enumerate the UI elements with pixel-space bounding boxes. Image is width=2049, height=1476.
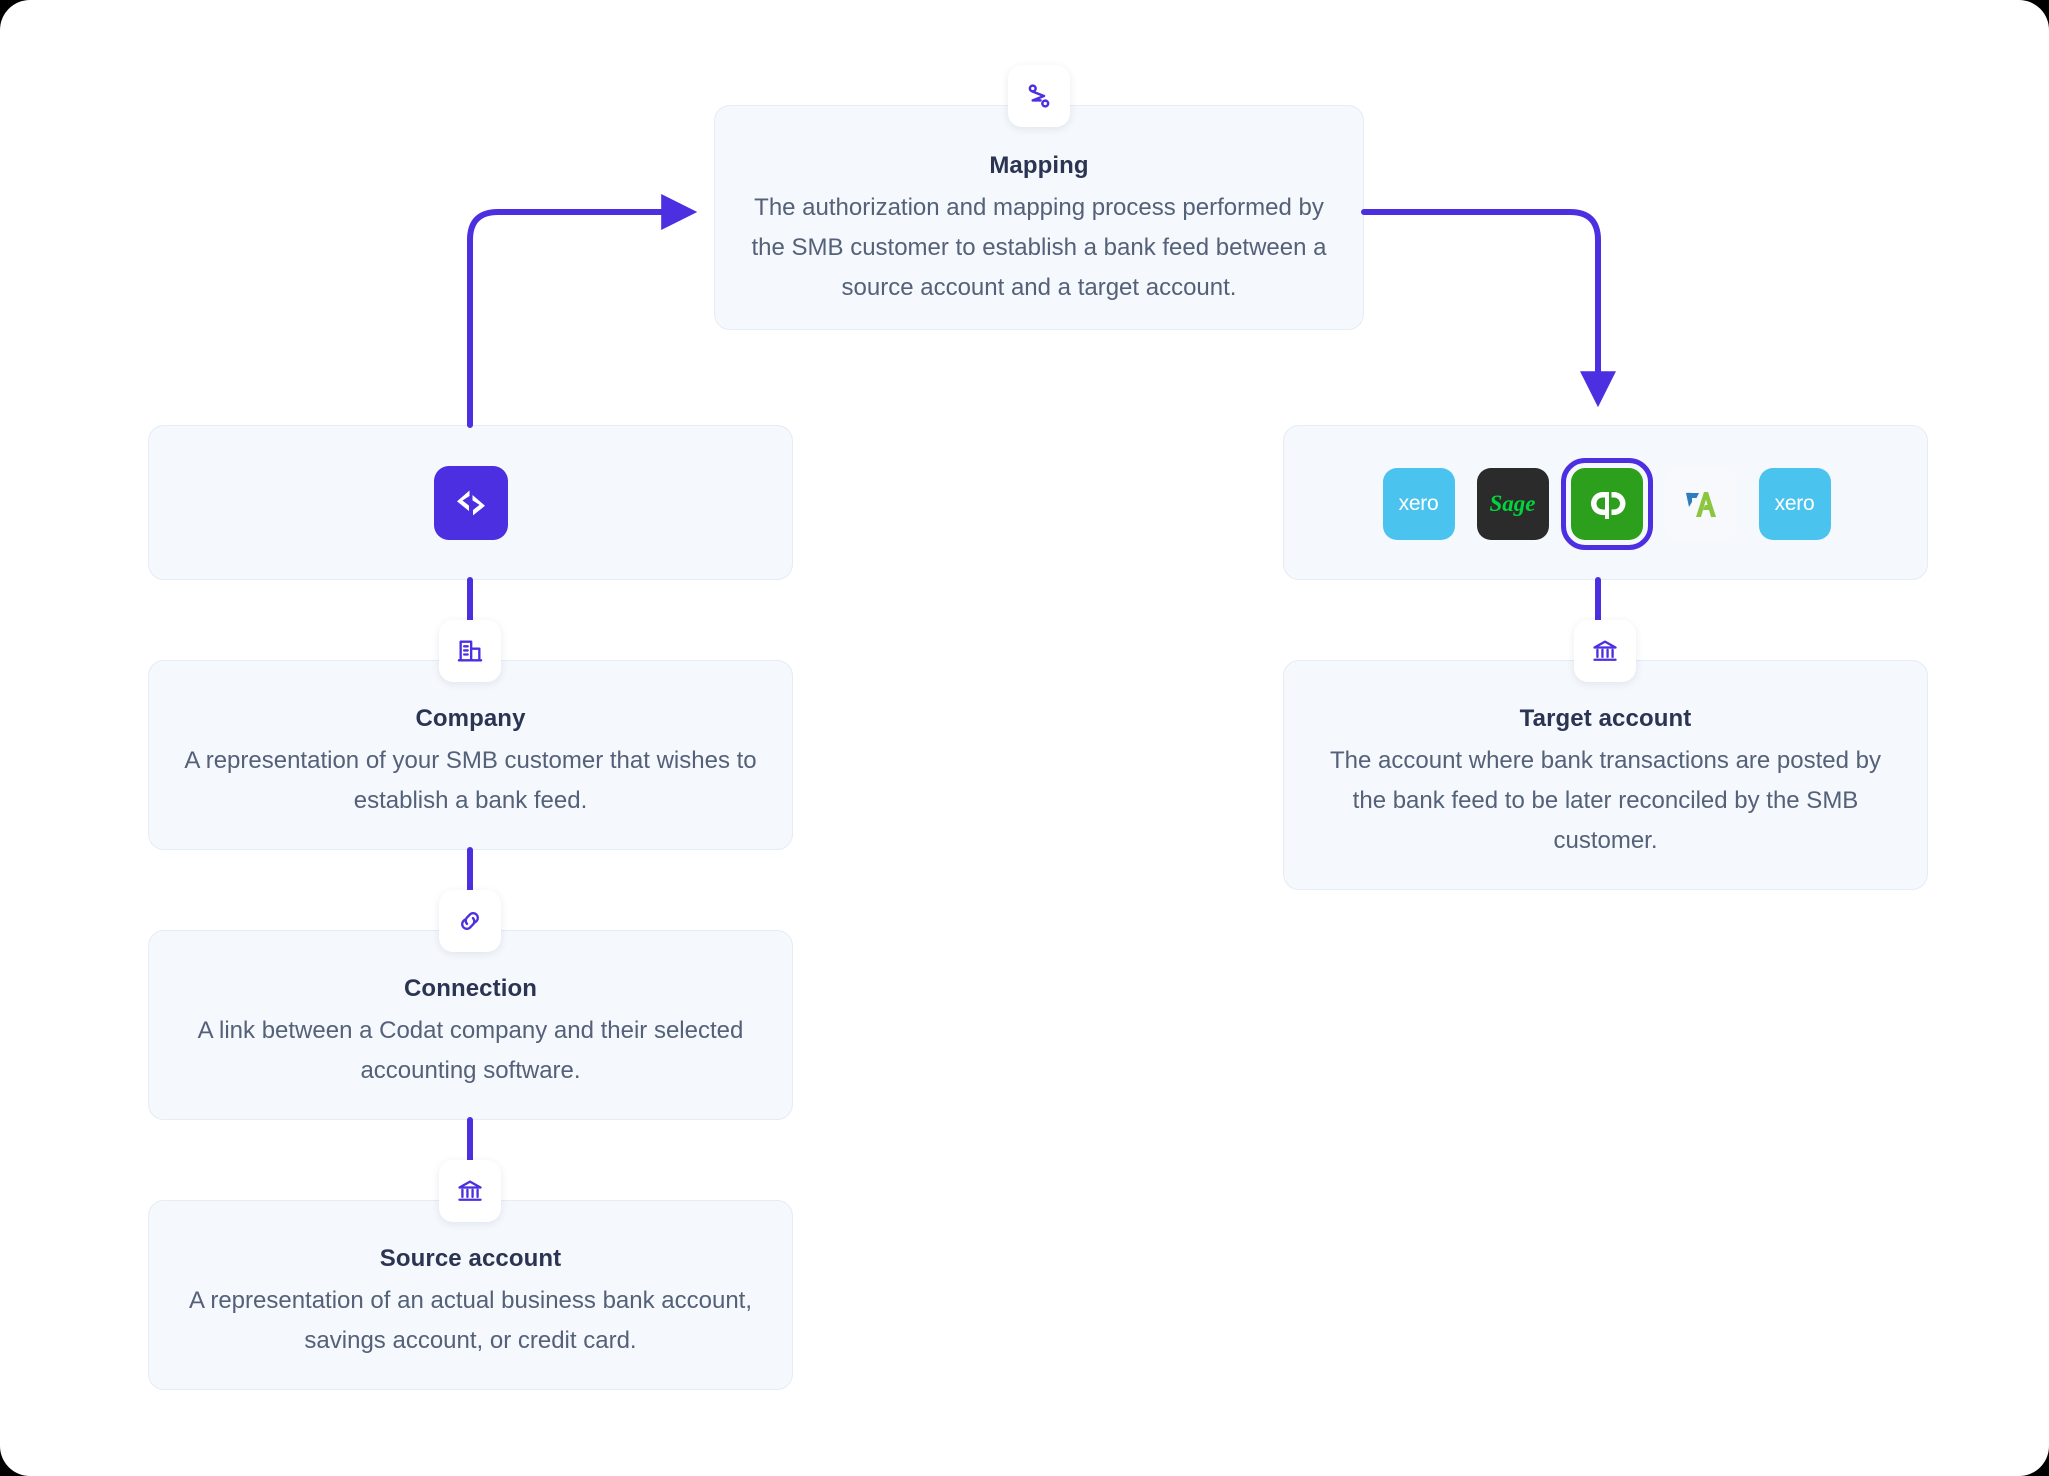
software-logo-row: xero Sage xero <box>1284 426 1929 581</box>
node-target-account-description: The account where bank transactions are … <box>1330 747 1881 854</box>
node-source-account-description: A representation of an actual business b… <box>188 1287 753 1354</box>
logo-tile-quickbooks-selected[interactable] <box>1560 457 1653 550</box>
node-connection[interactable]: Connection A link between a Codat compan… <box>148 930 793 1120</box>
quickbooks-icon <box>1590 491 1625 519</box>
edge-codat-to-mapping <box>467 194 698 428</box>
node-company-title: Company <box>415 705 526 732</box>
logo-tile-xero[interactable]: xero <box>1382 467 1455 540</box>
node-target-account[interactable]: Target account The account where bank tr… <box>1283 660 1928 890</box>
codat-logo-icon <box>434 466 508 540</box>
node-mapping-title: Mapping <box>989 152 1089 179</box>
node-company[interactable]: Company A representation of your SMB cus… <box>148 660 793 850</box>
bank-icon <box>458 1180 482 1201</box>
building-icon <box>457 640 483 662</box>
freeagent-icon <box>1685 491 1716 517</box>
edge-mapping-to-software <box>1361 209 1616 408</box>
logo-label-xero-2: xero <box>1774 491 1815 515</box>
node-mapping[interactable]: Mapping The authorization and mapping pr… <box>714 105 1364 330</box>
logo-label-sage: Sage <box>1489 490 1536 516</box>
route-icon <box>1028 84 1050 108</box>
node-source-account-title: Source account <box>379 1245 562 1272</box>
logo-tile-sage[interactable]: Sage <box>1476 467 1549 540</box>
route-icon-badge <box>1008 65 1070 127</box>
node-codat-platform[interactable] <box>148 425 793 580</box>
link-icon <box>461 912 479 930</box>
node-source-account[interactable]: Source account A representation of an ac… <box>148 1200 793 1390</box>
bank-icon-badge-source <box>439 1160 501 1222</box>
bank-icon-badge-target <box>1574 620 1636 682</box>
link-icon-badge <box>439 890 501 952</box>
node-company-description: A representation of your SMB customer th… <box>184 747 757 814</box>
node-connection-description: A link between a Codat company and their… <box>197 1017 744 1084</box>
node-mapping-description: The authorization and mapping process pe… <box>751 194 1327 301</box>
node-target-account-title: Target account <box>1519 705 1692 732</box>
bank-icon <box>1593 640 1617 661</box>
building-icon-badge <box>439 620 501 682</box>
codat-chevrons-icon <box>457 490 485 516</box>
logo-tile-freeagent[interactable] <box>1664 467 1737 540</box>
logo-label-xero: xero <box>1398 491 1439 515</box>
logo-tile-xero-2[interactable]: xero <box>1758 467 1831 540</box>
node-connection-title: Connection <box>404 975 537 1002</box>
node-accounting-software[interactable]: xero Sage xero <box>1283 425 1928 580</box>
